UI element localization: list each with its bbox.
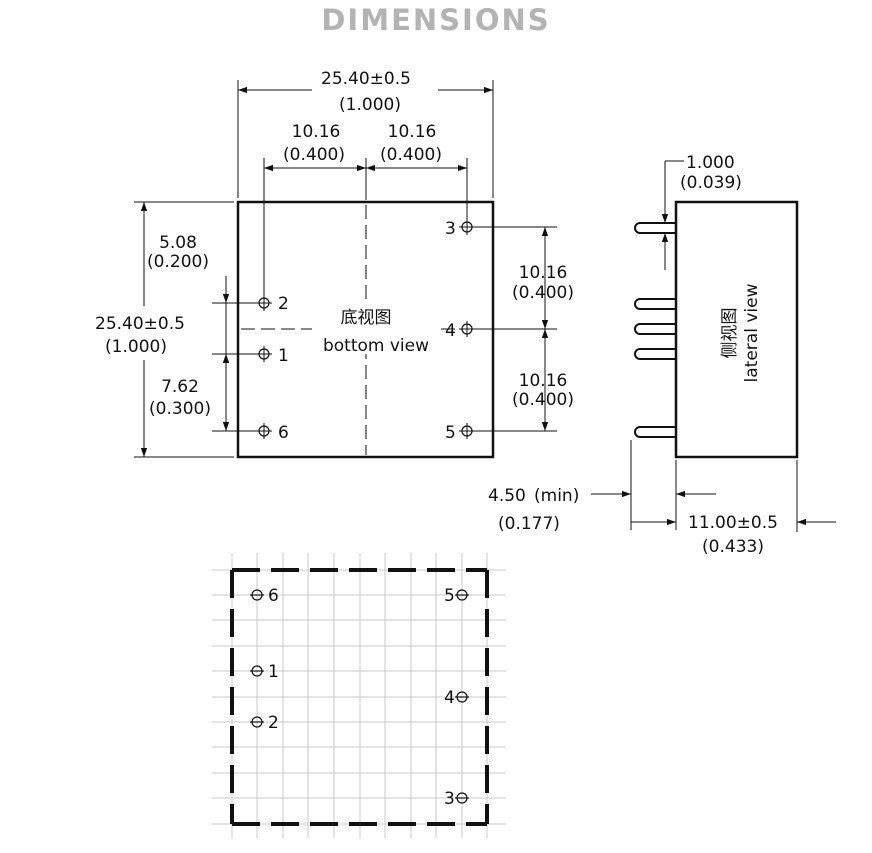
- footprint-pad-1: [250, 665, 264, 677]
- pin-3-label: 3: [445, 219, 456, 239]
- bottom-view-labels: 底视图 bottom view 25.40±0.5 (1.000) 10.16 …: [95, 69, 574, 443]
- footprint-pad-4: [455, 691, 469, 703]
- lateral-pin-c: [634, 348, 676, 360]
- pin-dia-in: (0.039): [680, 173, 742, 193]
- footprint-pads: [250, 589, 469, 804]
- dim-7-62-in: (0.300): [149, 399, 211, 419]
- dim-right-lower-in: (0.400): [512, 390, 574, 410]
- footprint-label-4: 4: [444, 688, 455, 708]
- dim-7-62-mm: 7.62: [161, 377, 199, 397]
- pin-5-label: 5: [445, 423, 456, 443]
- dim-right-upper-mm: 10.16: [519, 263, 568, 283]
- pin-1-symbol: [256, 346, 272, 362]
- pin-2-label: 2: [278, 294, 289, 314]
- footprint-pad-6: [250, 589, 264, 601]
- footprint-label-5: 5: [444, 586, 455, 606]
- lateral-pin-a: [634, 298, 676, 310]
- dim-5-08-mm: 5.08: [159, 233, 197, 253]
- depth-mm: 11.00±0.5: [688, 513, 778, 533]
- pitch-right-mm: 10.16: [388, 122, 437, 142]
- lateral-view-body: [674, 200, 799, 459]
- overall-height-mm: 25.40±0.5: [95, 314, 185, 334]
- pitch-right-in: (0.400): [380, 145, 442, 165]
- pin-1-label: 1: [278, 346, 289, 366]
- pin-3-symbol: [459, 219, 475, 235]
- lateral-pin-bottom: [634, 426, 676, 438]
- dim-5-08-in: (0.200): [147, 252, 209, 272]
- pin-len-mm: 4.50: [488, 486, 526, 506]
- pin-4-label: 4: [445, 321, 456, 341]
- pin-2-symbol: [256, 295, 272, 311]
- pin-4-symbol: [459, 321, 475, 337]
- overall-height-in: (1.000): [105, 337, 167, 357]
- bottom-view-label-en: bottom view: [323, 336, 429, 356]
- overall-width-in: (1.000): [339, 95, 401, 115]
- pitch-left-in: (0.400): [283, 145, 345, 165]
- lateral-view-label-cn: 侧视图: [720, 308, 740, 359]
- lateral-pin-b: [634, 323, 676, 335]
- footprint-label-3: 3: [444, 789, 455, 809]
- lateral-view-labels: 侧视图 lateral view 1.000 (0.039) 4.50 (min…: [488, 153, 778, 557]
- lateral-view-label-en: lateral view: [742, 283, 762, 382]
- pin-6-label: 6: [278, 423, 289, 443]
- overall-width-mm: 25.40±0.5: [321, 69, 411, 89]
- bottom-view: [134, 80, 557, 459]
- footprint-outline: [230, 568, 489, 826]
- page-title: DIMENSIONS: [321, 3, 551, 37]
- bottom-view-label-cn: 底视图: [341, 308, 392, 328]
- lateral-view: [591, 160, 836, 532]
- footprint-label-6: 6: [268, 586, 279, 606]
- dim-right-lower-mm: 10.16: [519, 371, 568, 391]
- footprint-pad-2: [250, 716, 264, 728]
- pin-len-min: (min): [534, 486, 579, 506]
- pin-len-in: (0.177): [498, 514, 560, 534]
- pin-5-symbol: [459, 423, 475, 439]
- footprint-label-2: 2: [268, 713, 279, 733]
- footprint-label-1: 1: [268, 662, 279, 682]
- footprint-labels: 6 5 1 4 2 3: [268, 586, 455, 809]
- pitch-left-mm: 10.16: [292, 122, 341, 142]
- footprint-pad-5: [455, 589, 469, 601]
- dim-right-upper-in: (0.400): [512, 283, 574, 303]
- depth-in: (0.433): [702, 537, 764, 557]
- footprint-grid: [212, 553, 506, 838]
- lateral-pin-top: [634, 222, 676, 234]
- pin-6-symbol: [256, 423, 272, 439]
- pin-dia-mm: 1.000: [686, 153, 735, 173]
- footprint-pad-3: [455, 792, 469, 804]
